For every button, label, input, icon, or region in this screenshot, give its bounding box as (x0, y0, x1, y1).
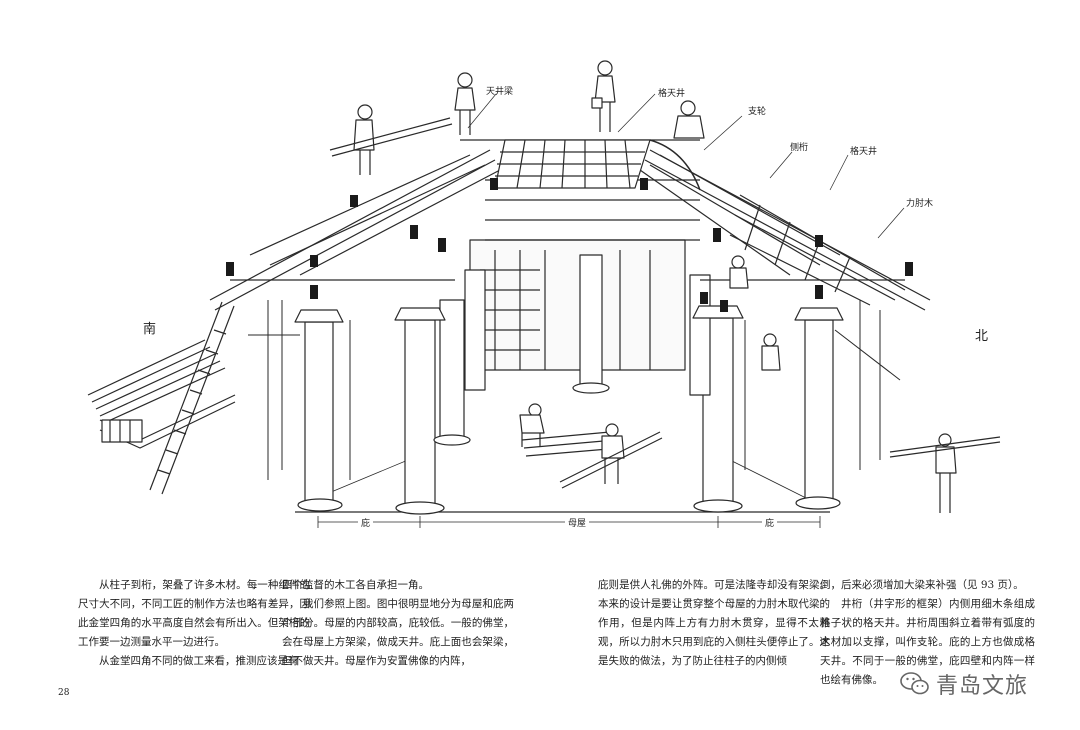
paragraph: 从柱子到桁，架叠了许多木材。每一种组件的尺寸大不同，不同工匠的制作方法也略有差异… (78, 579, 310, 648)
lumber-pile (87, 339, 236, 449)
dimension-label-right: 庇 (762, 516, 778, 529)
workers (329, 60, 1001, 513)
temple-construction-illustration (87, 60, 1001, 528)
worker-right-field (889, 433, 1001, 513)
text-column-1: 从柱子到桁，架叠了许多木材。每一种组件的尺寸大不同，不同工匠的制作方法也略有差异… (78, 576, 310, 671)
dimension-label-left: 庇 (358, 516, 374, 529)
worker-on-scaffold (729, 255, 781, 371)
back-wall (469, 239, 686, 371)
dimension-label-center: 母屋 (565, 516, 590, 529)
label-zhilun: 支轮 (748, 107, 767, 117)
worker-roof-center (591, 60, 616, 132)
paragraph: 从金堂四角不同的做工来看，推测应该是有 (99, 655, 299, 667)
worker-carrying-beam (329, 104, 453, 175)
label-getianjing-top: 格天井 (658, 89, 686, 99)
paragraph: 井桁（井字形的框架）内侧用细木条组成格子状的格天井。井桁周围斜立着带有弧度的木材… (820, 598, 1035, 686)
paragraph: 倒，后来必须增加大梁来补强（见 93 页）。 (820, 579, 1024, 591)
page-number: 28 (58, 688, 70, 698)
building-base (295, 454, 830, 513)
paragraph: 四个监督的木工各自承担一角。 (282, 579, 429, 591)
ladder (149, 301, 235, 495)
label-tianjingliang: 天井梁 (486, 87, 514, 97)
supervisor (673, 100, 705, 139)
label-ceheng: 侧桁 (790, 143, 809, 153)
label-leader-lines (467, 93, 905, 239)
watermark-text: 青岛文旅 (936, 674, 1029, 699)
paragraph: 庇则是供人礼佛的外阵。可是法隆寺却没有架梁。本来的设计是要让贯穿整个母屋的力肘木… (598, 579, 830, 667)
worker-roof-left (454, 72, 476, 135)
watermark: 青岛文旅 (900, 667, 1028, 701)
coffered-ceiling (494, 139, 701, 191)
columns (297, 254, 841, 515)
brackets (294, 305, 844, 323)
scaffolding (248, 300, 901, 480)
text-column-3: 庇则是供人礼佛的外阵。可是法隆寺却没有架梁。本来的设计是要让贯穿整个母屋的力肘木… (598, 576, 830, 671)
label-lizhoumu: 力肘木 (906, 199, 934, 209)
text-column-4: 倒，后来必须增加大梁来补强（见 93 页）。 井桁（井字形的框架）内侧用细木条组… (820, 576, 1035, 690)
label-getianjing-right: 格天井 (850, 147, 878, 157)
paragraph: 我们参照上图。图中很明显地分为母屋和庇两个部分。母屋的内部较高，庇较低。一般的佛… (282, 598, 514, 667)
roof-frame (209, 139, 931, 311)
direction-north: 北 (975, 329, 989, 344)
direction-south: 南 (143, 322, 157, 337)
worker-ground-center (519, 403, 621, 457)
text-column-2: 四个监督的木工各自承担一角。 我们参照上图。图中很明显地分为母屋和庇两个部分。母… (282, 576, 514, 671)
joint-blocks (226, 178, 913, 312)
wechat-icon (900, 672, 929, 695)
worker-with-plank (559, 423, 663, 489)
